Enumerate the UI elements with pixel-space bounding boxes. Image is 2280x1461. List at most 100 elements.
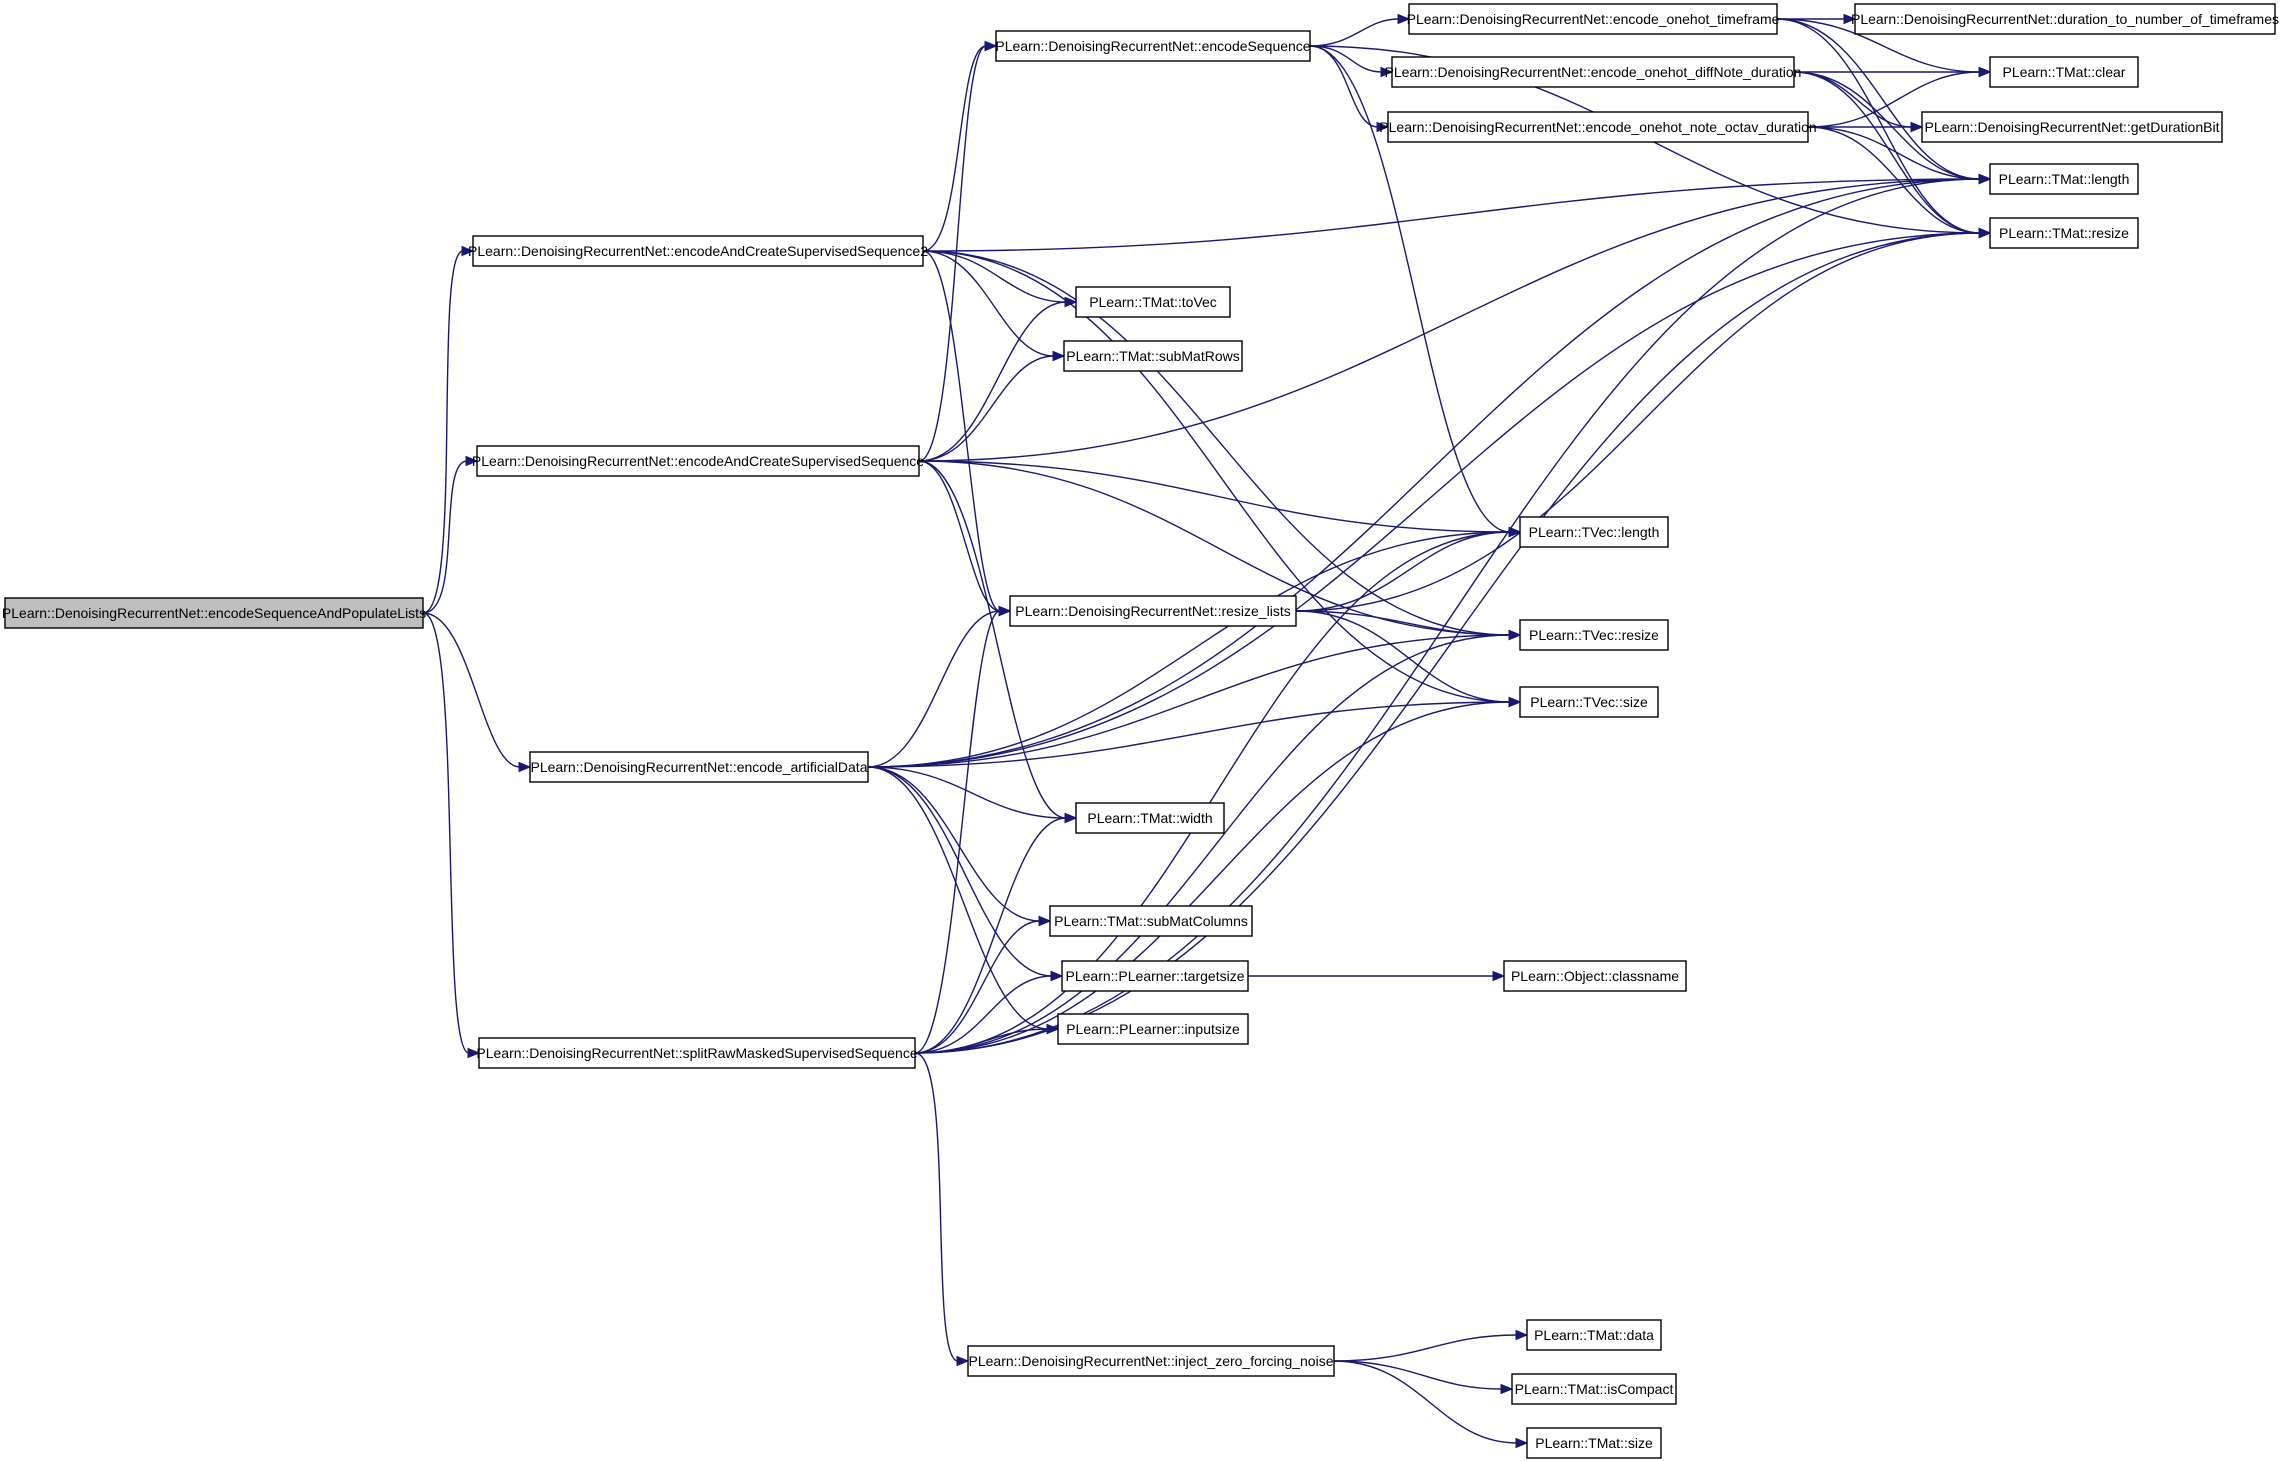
edge-eacs2-to-es <box>922 45 987 252</box>
edge-ead-to-tmresize <box>867 232 1981 768</box>
node-label: PLearn::DenoisingRecurrentNet::resize_li… <box>1015 603 1290 619</box>
node-tvresize[interactable]: PLearn::TVec::resize <box>1519 619 1669 651</box>
nodes-layer: PLearn::DenoisingRecurrentNet::encodeSeq… <box>2 3 2279 1459</box>
node-box[interactable] <box>1989 217 2139 249</box>
node-box[interactable] <box>1989 56 2139 88</box>
node-rl[interactable]: PLearn::DenoisingRecurrentNet::resize_li… <box>1009 595 1297 627</box>
node-box[interactable] <box>478 1037 916 1069</box>
edge-eonod-to-tmclear <box>1807 71 1981 128</box>
node-tovec[interactable]: PLearn::TMat::toVec <box>1075 286 1231 318</box>
node-label: PLearn::TVec::resize <box>1529 627 1659 643</box>
node-eacs2[interactable]: PLearn::DenoisingRecurrentNet::encodeAnd… <box>468 235 928 267</box>
node-es[interactable]: PLearn::DenoisingRecurrentNet::encodeSeq… <box>995 30 1311 62</box>
node-root[interactable]: PLearn::DenoisingRecurrentNet::encodeSeq… <box>2 597 426 629</box>
node-tmclear[interactable]: PLearn::TMat::clear <box>1989 56 2139 88</box>
node-box[interactable] <box>1989 163 2139 195</box>
node-box[interactable] <box>476 445 920 477</box>
edge-eacs-to-es <box>918 45 987 462</box>
edge-rl-to-tvresize <box>1295 610 1511 636</box>
node-is[interactable]: PLearn::PLearner::inputsize <box>1057 1013 1249 1045</box>
edge-arrowhead <box>1052 350 1066 362</box>
node-box[interactable] <box>1503 960 1687 992</box>
node-ocn[interactable]: PLearn::Object::classname <box>1503 960 1687 992</box>
node-ts[interactable]: PLearn::PLearner::targetsize <box>1061 960 1249 992</box>
node-box[interactable] <box>1009 595 1297 627</box>
edge-ead-to-rl <box>867 610 1001 768</box>
node-eonod[interactable]: PLearn::DenoisingRecurrentNet::encode_on… <box>1379 111 1817 143</box>
node-dtnt[interactable]: PLearn::DenoisingRecurrentNet::duration_… <box>1851 3 2279 35</box>
node-box[interactable] <box>1519 619 1669 651</box>
node-tvsize[interactable]: PLearn::TVec::size <box>1519 686 1659 718</box>
node-izfn[interactable]: PLearn::DenoisingRecurrentNet::inject_ze… <box>967 1345 1335 1377</box>
node-tvlength[interactable]: PLearn::TVec::length <box>1519 516 1669 548</box>
edge-eacs2-to-rl <box>922 250 1001 612</box>
edge-ead-to-smc <box>867 766 1041 922</box>
node-eodd[interactable]: PLearn::DenoisingRecurrentNet::encode_on… <box>1385 56 1802 88</box>
edges-layer <box>422 13 1992 1449</box>
node-box[interactable] <box>1526 1427 1662 1459</box>
edge-srm-to-tmresize <box>914 232 1981 1054</box>
node-label: PLearn::TMat::clear <box>2003 64 2126 80</box>
node-label: PLearn::TMat::subMatRows <box>1066 348 1240 364</box>
node-box[interactable] <box>1391 56 1795 88</box>
edge-ead-to-tvlength <box>867 531 1511 768</box>
node-tmic[interactable]: PLearn::TMat::isCompact <box>1511 1373 1677 1405</box>
node-label: PLearn::TVec::size <box>1530 694 1648 710</box>
edge-es-to-eonod <box>1309 45 1379 128</box>
edge-es-to-eot <box>1309 18 1400 47</box>
node-tmdata[interactable]: PLearn::TMat::data <box>1526 1319 1662 1351</box>
edge-arrowhead <box>1910 121 1924 133</box>
node-label: PLearn::DenoisingRecurrentNet::splitRawM… <box>476 1045 917 1061</box>
edge-eot-to-tmclear <box>1776 18 1981 73</box>
edge-root-to-ead <box>422 612 521 768</box>
node-tmwidth[interactable]: PLearn::TMat::width <box>1075 802 1225 834</box>
node-tmlength[interactable]: PLearn::TMat::length <box>1989 163 2139 195</box>
edge-arrowhead <box>1843 13 1857 25</box>
node-ead[interactable]: PLearn::DenoisingRecurrentNet::encode_ar… <box>529 751 869 783</box>
node-box[interactable] <box>995 30 1311 62</box>
node-box[interactable] <box>1921 111 2223 143</box>
edge-arrowhead <box>1064 296 1078 308</box>
node-box[interactable] <box>1519 686 1659 718</box>
node-tmsize[interactable]: PLearn::TMat::size <box>1526 1427 1662 1459</box>
edge-eacs-to-tmwidth <box>918 460 1067 819</box>
edge-arrowhead <box>1515 1437 1529 1449</box>
edge-arrowhead <box>461 245 475 257</box>
node-box[interactable] <box>1519 516 1669 548</box>
node-box[interactable] <box>1408 3 1778 35</box>
edge-es-to-tvlength <box>1309 45 1511 533</box>
node-box[interactable] <box>1049 905 1253 937</box>
edge-eonod-to-tmlength <box>1807 126 1981 180</box>
node-box[interactable] <box>1075 286 1231 318</box>
node-label: PLearn::DenoisingRecurrentNet::encodeAnd… <box>472 453 924 469</box>
node-box[interactable] <box>1854 3 2276 35</box>
edge-arrowhead <box>467 1047 481 1059</box>
node-box[interactable] <box>1387 111 1809 143</box>
edge-arrowhead <box>1508 696 1522 708</box>
edge-rl-to-tvsize <box>1295 610 1511 703</box>
node-box[interactable] <box>1511 1373 1677 1405</box>
node-box[interactable] <box>1526 1319 1662 1351</box>
node-smc[interactable]: PLearn::TMat::subMatColumns <box>1049 905 1253 937</box>
node-eacs[interactable]: PLearn::DenoisingRecurrentNet::encodeAnd… <box>472 445 924 477</box>
node-gdb[interactable]: PLearn::DenoisingRecurrentNet::getDurati… <box>1921 111 2223 143</box>
node-box[interactable] <box>1061 960 1249 992</box>
edge-arrowhead <box>1492 970 1506 982</box>
node-box[interactable] <box>967 1345 1335 1377</box>
edge-root-to-srm <box>422 612 470 1054</box>
node-smr[interactable]: PLearn::TMat::subMatRows <box>1063 340 1243 372</box>
node-box[interactable] <box>1075 802 1225 834</box>
node-tmresize[interactable]: PLearn::TMat::resize <box>1989 217 2139 249</box>
node-label: PLearn::Object::classname <box>1511 968 1679 984</box>
node-srm[interactable]: PLearn::DenoisingRecurrentNet::splitRawM… <box>476 1037 918 1069</box>
edge-ead-to-tmlength <box>867 178 1981 768</box>
node-box[interactable] <box>4 597 424 629</box>
node-box[interactable] <box>472 235 924 267</box>
node-box[interactable] <box>1063 340 1243 372</box>
node-eot[interactable]: PLearn::DenoisingRecurrentNet::encode_on… <box>1407 3 1780 35</box>
edge-srm-to-smc <box>914 920 1041 1054</box>
edge-root-to-eacs2 <box>422 250 464 614</box>
node-box[interactable] <box>529 751 869 783</box>
node-label: PLearn::TMat::width <box>1087 810 1212 826</box>
node-box[interactable] <box>1057 1013 1249 1045</box>
